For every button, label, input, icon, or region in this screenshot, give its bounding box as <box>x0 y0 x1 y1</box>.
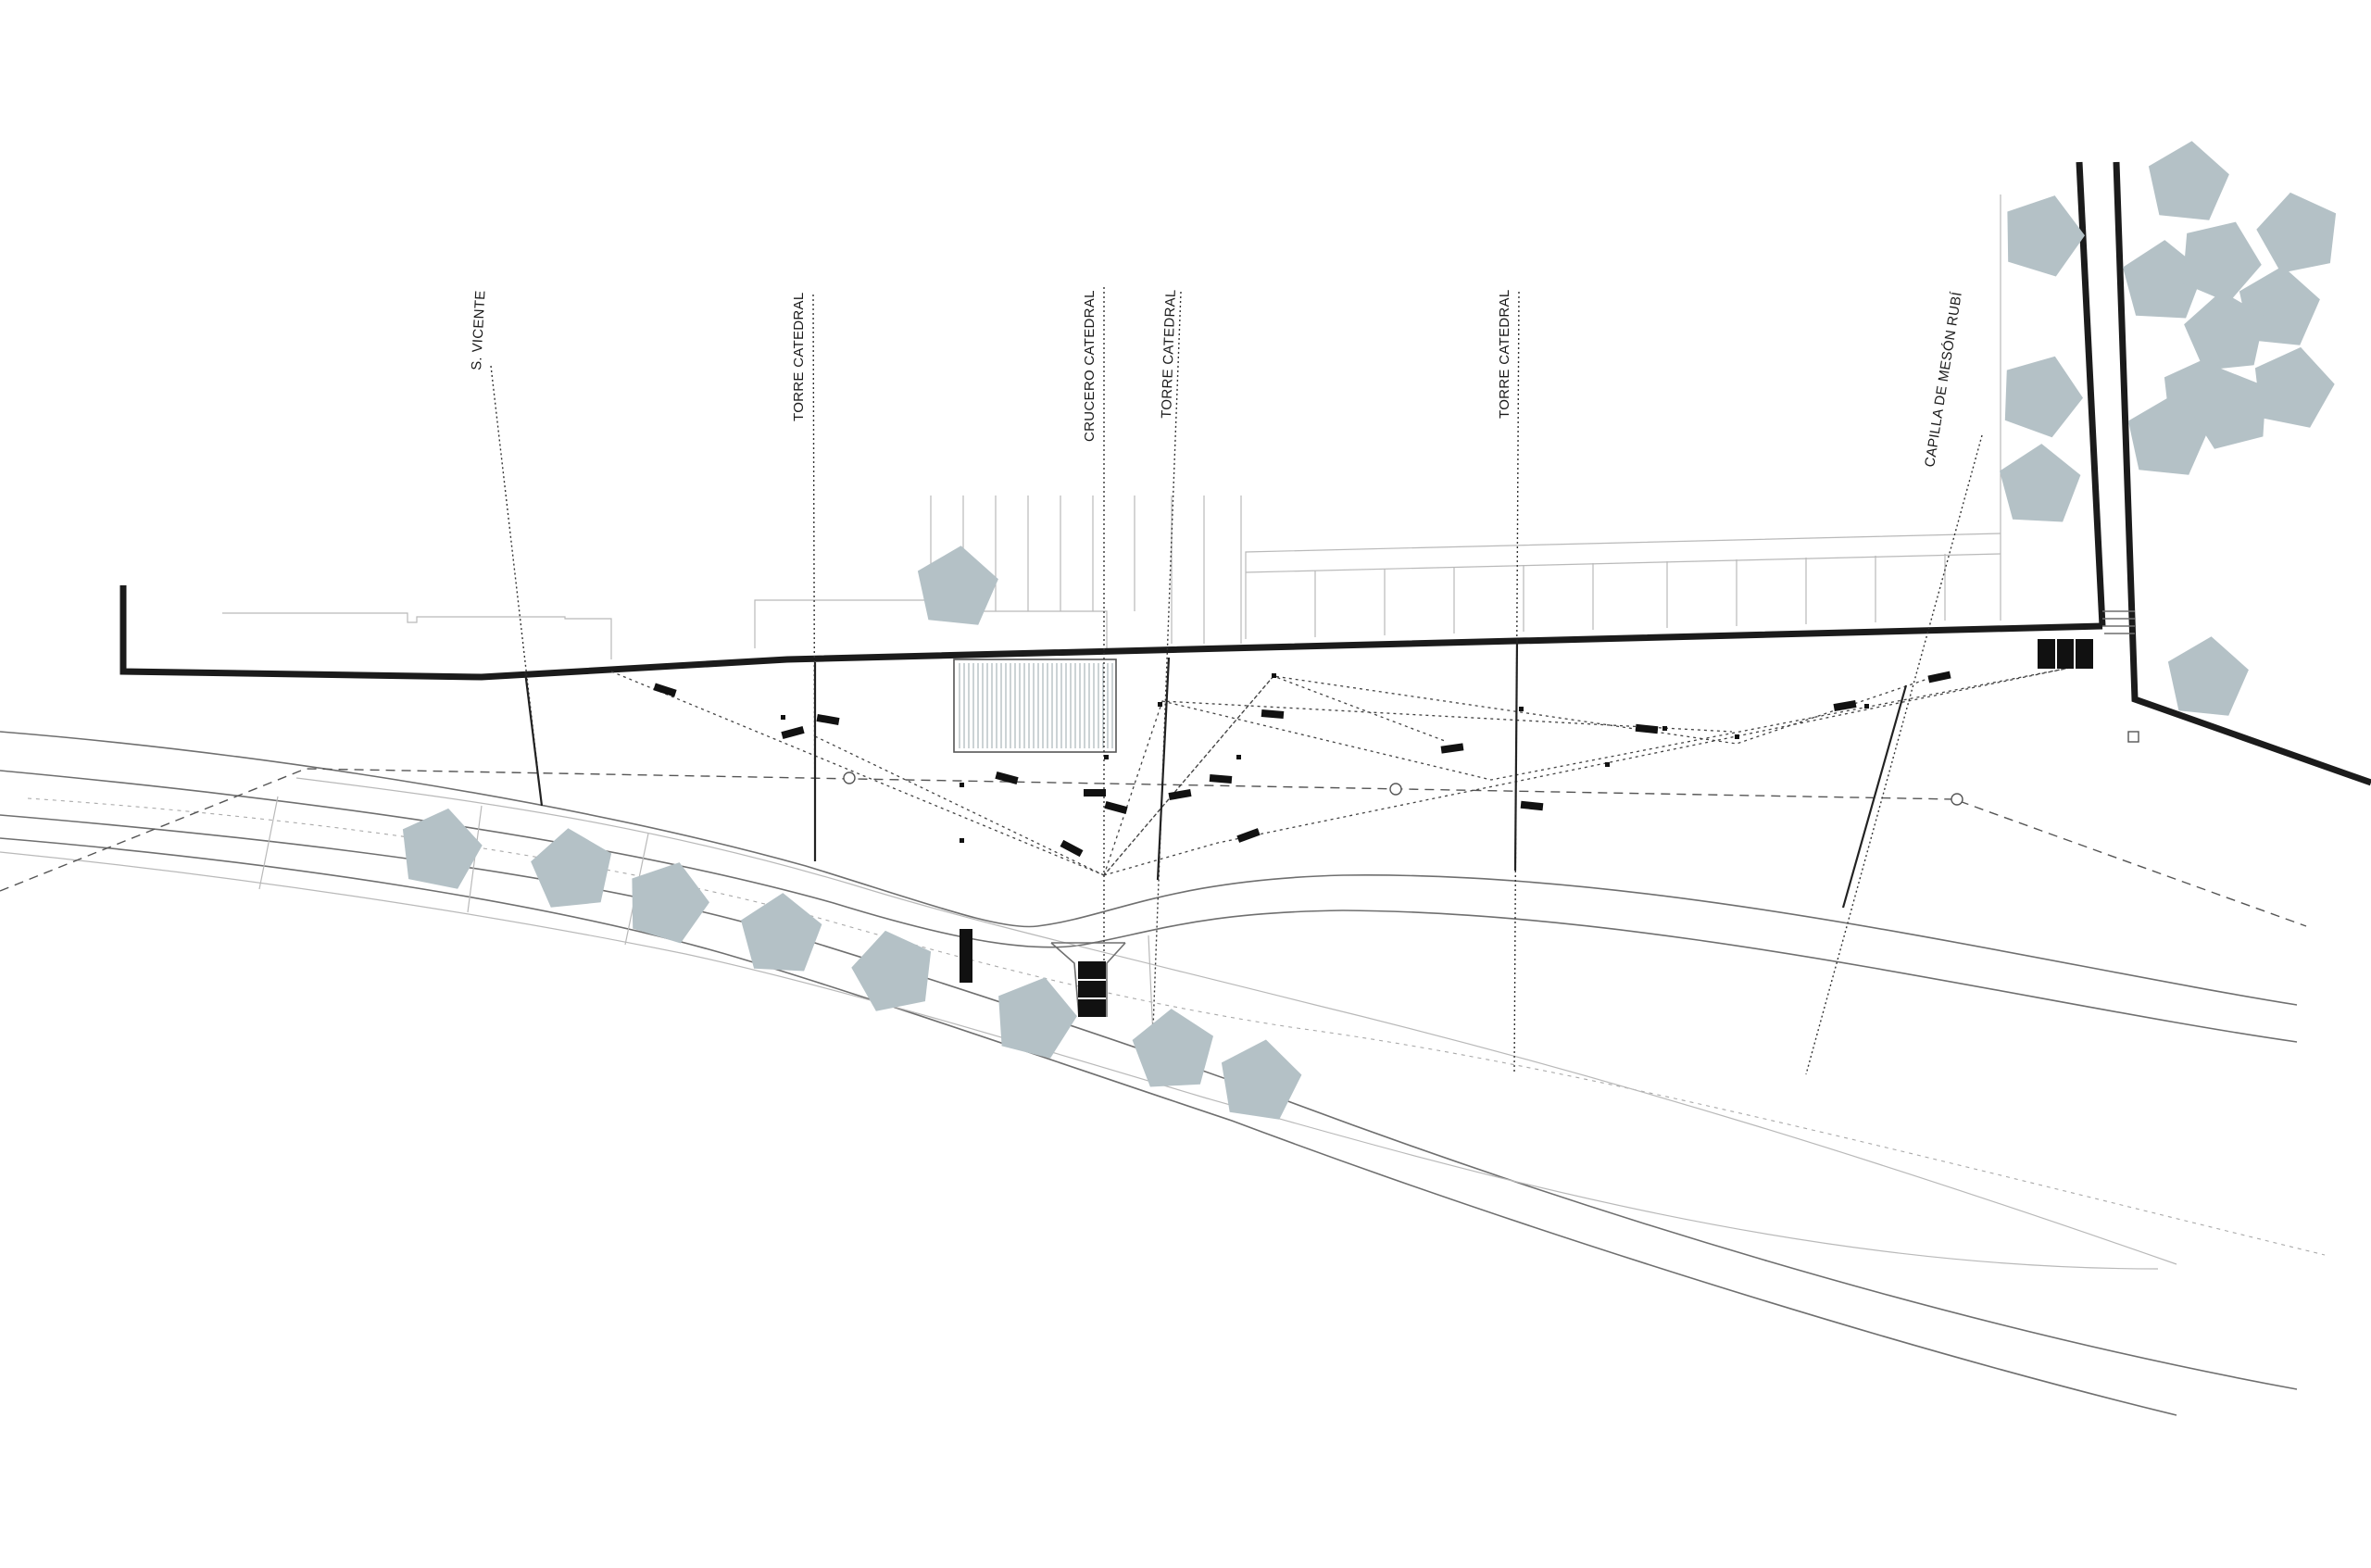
bench-block <box>816 713 840 726</box>
benches <box>653 639 2093 1017</box>
label-s-vicente: S. VICENTE <box>469 290 488 370</box>
tree-icon <box>2007 195 2085 277</box>
lamp-icon <box>1389 783 1402 796</box>
tree-icon <box>851 930 932 1011</box>
tree-icon <box>2167 636 2249 716</box>
bench-block <box>1635 723 1659 734</box>
label-torre-catedral-2: TORRE CATEDRAL <box>1159 289 1179 419</box>
bench-block <box>1104 801 1128 814</box>
tree-icon <box>2188 368 2266 449</box>
tree-icon <box>2148 141 2229 220</box>
view-cones <box>610 666 2076 876</box>
label-capilla-meson-rubi: CAPILLA DE MESÓN RUBÍ <box>1922 290 1965 468</box>
label-torre-catedral-1: TORRE CATEDRAL <box>791 292 807 421</box>
boundary-walls <box>119 161 2371 786</box>
bench-block <box>781 726 805 739</box>
tree-icon <box>741 893 822 972</box>
tree-icon <box>1132 1009 1213 1087</box>
tree-icon <box>998 977 1077 1059</box>
bench-block <box>1833 699 1857 712</box>
label-torre-catedral-3: TORRE CATEDRAL <box>1497 289 1512 419</box>
tree-icon <box>2127 395 2209 475</box>
tree-icon <box>632 862 709 944</box>
bench-block <box>1927 671 1951 684</box>
bench-block <box>1209 773 1233 784</box>
bench-block <box>1078 961 1106 1017</box>
tree-icon <box>917 546 998 625</box>
tree-icon <box>2004 356 2083 438</box>
tree-icon <box>1221 1039 1302 1120</box>
bench-block <box>1520 800 1544 811</box>
trees <box>402 141 2337 1120</box>
hatched-plaza <box>953 659 1117 753</box>
bench-block <box>1084 789 1106 797</box>
bollard-icon <box>2127 731 2139 743</box>
lamp-alignment <box>0 731 2307 927</box>
bench-block <box>2038 639 2093 669</box>
bench-block <box>995 771 1019 784</box>
bench-block <box>1440 743 1464 754</box>
tree-icon <box>2256 192 2337 273</box>
lamp-icon <box>843 771 856 784</box>
tree-icon <box>2123 240 2204 319</box>
tree-icon <box>2254 346 2335 428</box>
sight-labels: S. VICENTE TORRE CATEDRAL CRUCERO CATEDR… <box>469 289 1965 469</box>
bench-block <box>1261 709 1285 720</box>
bench-block <box>653 683 677 697</box>
bench-block <box>960 929 972 983</box>
label-crucero-catedral: CRUCERO CATEDRAL <box>1082 290 1098 442</box>
bench-block <box>1060 839 1084 858</box>
tree-icon <box>2000 444 2081 522</box>
tree-icon <box>2182 221 2262 303</box>
tree-icon <box>531 828 612 908</box>
tree-icon <box>2184 291 2265 370</box>
building-context <box>222 194 2001 659</box>
lamp-icon <box>1951 793 1963 806</box>
sight-lines <box>490 287 1983 1075</box>
bench-block <box>1168 788 1192 801</box>
tree-icon <box>402 808 483 889</box>
bench-block <box>1236 828 1261 843</box>
